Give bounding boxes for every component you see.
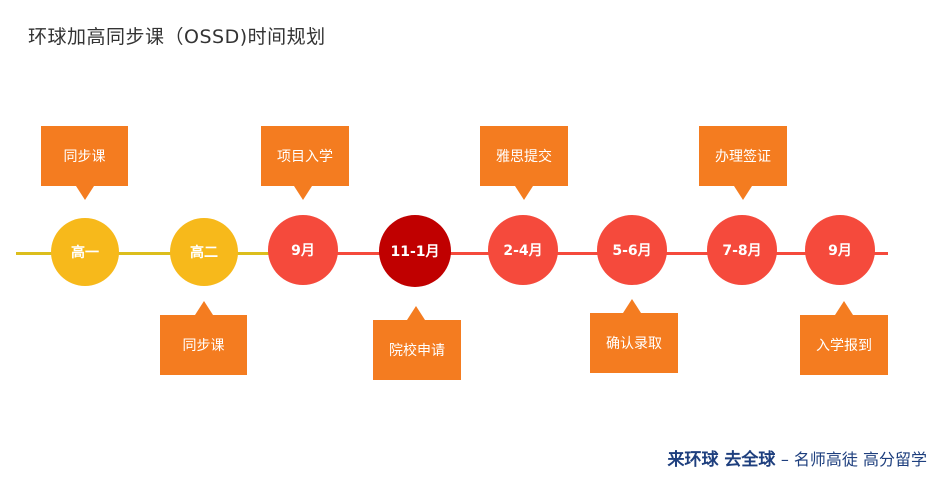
callout-label-8: 入学报到 — [816, 338, 872, 354]
timeline-line-yellow — [16, 252, 276, 255]
timeline-node-2: 高二 — [170, 218, 238, 286]
callout-pointer-1 — [76, 186, 94, 200]
timeline-node-5: 2-4月 — [488, 215, 558, 285]
callout-pointer-5 — [515, 186, 533, 200]
node-label-7: 7-8月 — [722, 243, 762, 259]
node-label-2: 高二 — [190, 245, 218, 261]
callout-label-3: 项目入学 — [277, 149, 333, 165]
callout-box-5: 雅思提交 — [480, 126, 568, 186]
callout-box-3: 项目入学 — [261, 126, 349, 186]
node-label-1: 高一 — [71, 245, 99, 261]
callout-label-5: 雅思提交 — [496, 149, 552, 165]
callout-box-8: 入学报到 — [800, 315, 888, 375]
callout-box-6: 确认录取 — [590, 313, 678, 373]
callout-box-2: 同步课 — [160, 315, 247, 375]
page-title: 环球加高同步课（OSSD)时间规划 — [28, 26, 326, 48]
timeline-node-3: 9月 — [268, 215, 338, 285]
footer-brand: 来环球 去全球 — [667, 450, 776, 470]
callout-pointer-3 — [294, 186, 312, 200]
callout-label-2: 同步课 — [182, 338, 225, 354]
node-label-3: 9月 — [291, 243, 315, 259]
node-label-6: 5-6月 — [612, 243, 652, 259]
callout-box-7: 办理签证 — [699, 126, 787, 186]
callout-pointer-8 — [835, 301, 853, 315]
callout-box-1: 同步课 — [41, 126, 128, 186]
timeline-node-4: 11-1月 — [379, 215, 451, 287]
timeline-node-8: 9月 — [805, 215, 875, 285]
footer-slogan: 来环球 去全球 – 名师高徒 高分留学 — [667, 445, 927, 470]
timeline-node-6: 5-6月 — [597, 215, 667, 285]
callout-pointer-4 — [407, 306, 425, 320]
callout-label-6: 确认录取 — [606, 336, 662, 352]
footer-subtitle: – 名师高徒 高分留学 — [780, 450, 927, 469]
node-label-4: 11-1月 — [390, 244, 440, 260]
timeline-node-1: 高一 — [51, 218, 119, 286]
callout-pointer-2 — [195, 301, 213, 315]
callout-pointer-6 — [623, 299, 641, 313]
callout-pointer-7 — [734, 186, 752, 200]
callout-label-4: 院校申请 — [389, 343, 445, 359]
callout-box-4: 院校申请 — [373, 320, 461, 380]
callout-label-7: 办理签证 — [715, 149, 771, 165]
timeline-node-7: 7-8月 — [707, 215, 777, 285]
timeline-line-red — [276, 252, 888, 255]
node-label-5: 2-4月 — [503, 243, 543, 259]
node-label-8: 9月 — [828, 243, 852, 259]
callout-label-1: 同步课 — [63, 149, 106, 165]
